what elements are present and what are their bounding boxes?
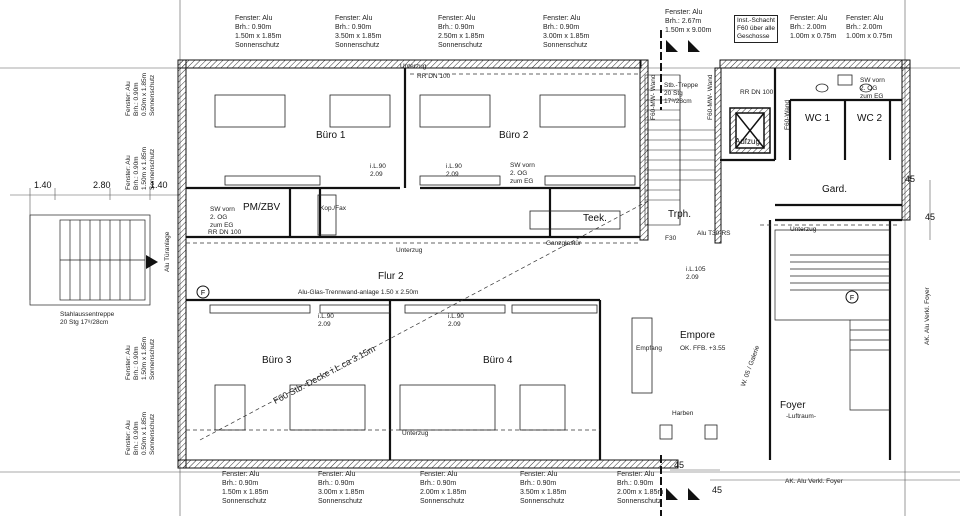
room-label-wc2: WC 2	[857, 113, 882, 124]
alu-verkl-bottom: AK. Alu Verkl. Foyer	[785, 478, 843, 485]
dimension-1: 1.40	[34, 180, 52, 190]
empore-level: OK. FFB. +3.55	[680, 345, 726, 352]
alu-door-label: Alu Türanlage	[164, 231, 171, 272]
room-label-trph: Trph.	[668, 209, 691, 220]
room-label-pm: PM/ZBV	[243, 202, 281, 213]
unterzug-top: Unterzug	[400, 63, 427, 70]
room-label-teek: Teek.	[583, 213, 607, 224]
t30-label: Alu T30-RS	[697, 230, 731, 237]
empfang-label: Empfang	[636, 345, 663, 352]
fire-extinguisher-label: F	[850, 295, 854, 302]
f30-label: F30	[665, 235, 677, 242]
f60-wall-label-1: F60-MW- Wand	[650, 74, 657, 120]
foyer-staircase	[774, 229, 891, 411]
room-label-kop: Kop./Fax	[320, 205, 347, 212]
room-label-buero1: Büro 1	[316, 130, 346, 141]
exterior-staircase	[29, 214, 151, 306]
room-label-gard: Gard.	[822, 184, 848, 195]
dimension-5: 45	[925, 212, 936, 222]
section-marker-top	[660, 30, 700, 110]
alu-verkl-right: AK. Alu Verkl. Foyer	[924, 287, 931, 345]
fire-extinguisher-icon	[196, 285, 859, 304]
fire-extinguisher-label: F	[201, 290, 205, 297]
room-label-buero2: Büro 2	[499, 130, 529, 141]
room-label-buero3: Büro 3	[262, 355, 292, 366]
ganzglas-label: Ganzglastür	[546, 240, 582, 247]
room-label-buero4: Büro 4	[483, 355, 513, 366]
f60-wall-label-2: F60-MW- Wand	[707, 74, 714, 120]
wc-fixtures	[815, 74, 873, 93]
exterior-walls	[177, 59, 911, 469]
unterzug-right: Unterzug	[790, 226, 817, 233]
unterzug-mid: Unterzug	[396, 247, 423, 254]
foyer-luftraum: -Luftraum-	[786, 413, 816, 420]
unterzug-bottom: Unterzug	[402, 430, 429, 437]
glass-partition-label: Alu-Glas-Trennwand-anlage 1.50 x 2.50m	[298, 289, 419, 296]
rr-dn-left: RR DN 100	[208, 229, 242, 236]
rr-dn-top: RR DN 100	[417, 73, 451, 80]
room-label-aufzug: Aufzug	[735, 137, 760, 146]
dimension-2: 2.80	[93, 180, 111, 190]
furniture	[209, 94, 718, 440]
room-label-wc1: WC 1	[805, 113, 830, 124]
room-label-flur: Flur 2	[378, 271, 404, 282]
entrance-arrow-icon	[146, 255, 158, 269]
room-label-empore: Empore	[680, 330, 716, 341]
f60-wall-label-3: F60-Wand	[784, 99, 791, 130]
room-label-foyer: Foyer	[780, 400, 806, 411]
section-marker-bottom	[660, 455, 700, 516]
elevator-shaft	[729, 107, 771, 154]
dimension-7: 45	[712, 485, 723, 495]
stair-inner	[644, 74, 715, 226]
rr-dn-right: RR DN 100	[740, 89, 774, 96]
dimension-4: 45	[905, 174, 916, 184]
dimension-6: 45	[674, 460, 685, 470]
dimension-3: 1.40	[150, 180, 168, 190]
harben-label: Harben	[672, 410, 694, 417]
